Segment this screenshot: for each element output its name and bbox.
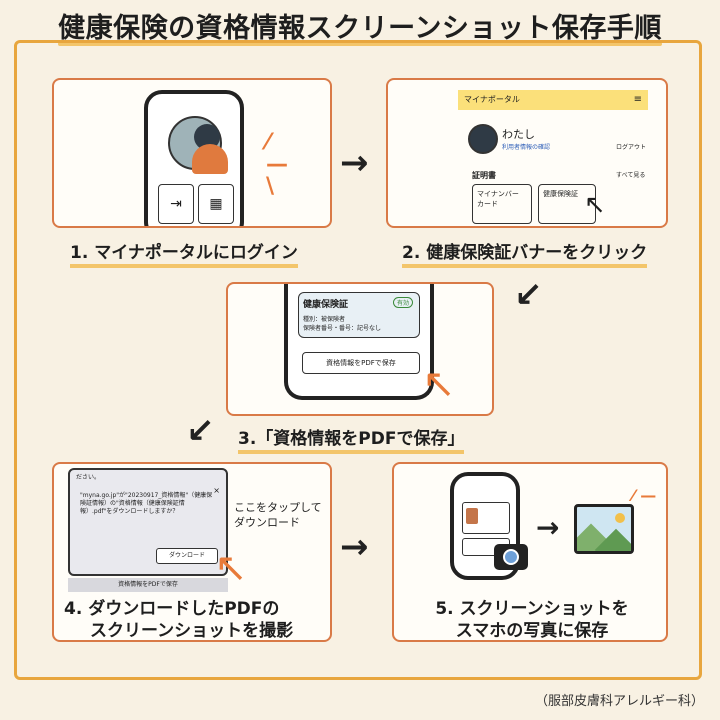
section-title: 証明書: [472, 171, 496, 180]
step4-panel: ださい。 "myna.go.jp"が"20230917_資格情報"（健康保険証情…: [52, 462, 332, 642]
click-arrow-icon: ↖: [584, 190, 606, 220]
phone-icon: ⇥ ▦: [144, 90, 244, 226]
user-link[interactable]: 利用者情報の確認: [502, 144, 551, 151]
card-line-1: 種別：被保険者: [303, 316, 346, 323]
arrow-right-2: →: [340, 527, 369, 567]
step1-panel: ⇥ ▦ ⁄—\: [52, 78, 332, 228]
camera-icon: [494, 544, 528, 570]
photo-icon: [574, 504, 634, 554]
dialog-top-text: ださい。: [76, 474, 101, 481]
arrow-right-1: →: [340, 143, 369, 183]
id-photo-icon: [466, 508, 478, 524]
step4-caption: 4. ダウンロードしたPDFの スクリーンショットを撮影: [64, 598, 294, 640]
portal-header: マイナポータル ≡: [458, 90, 648, 110]
sparkle-icon: ⁄ —: [632, 486, 657, 505]
my-number-card-tile[interactable]: マイナンバー カード: [472, 184, 532, 224]
credit-text: （服部皮膚科アレルギー科）: [534, 694, 704, 709]
step5-panel: → ⁄ — 5. スクリーンショットを スマホの写真に保存: [392, 462, 668, 642]
login-icon-tile: ⇥: [158, 184, 194, 224]
sparkle-icon: ⁄—\: [266, 130, 288, 199]
avatar: [468, 124, 498, 154]
see-all-link[interactable]: すべて見る: [616, 172, 646, 179]
step2-caption: 2. 健康保険証バナーをクリック: [402, 238, 648, 268]
menu-icon[interactable]: ≡: [633, 94, 642, 105]
step3-panel: 健康保険証 有効 種別：被保険者 保険者番号・番号：記号なし 資格情報をPDFで…: [226, 282, 494, 416]
dialog-text: "myna.go.jp"が"20230917_資格情報"（健康保険証情報）の"資…: [80, 492, 213, 516]
step2-panel: マイナポータル ≡ わたし 利用者情報の確認 ログアウト 証明書 すべて見る マ…: [386, 78, 668, 228]
valid-badge: 有効: [392, 297, 413, 308]
user-name: わたし: [502, 128, 535, 141]
arrow-down-left-1: ↙: [514, 275, 543, 315]
step5-caption: 5. スクリーンショットを スマホの写真に保存: [394, 598, 666, 640]
logout-link[interactable]: ログアウト: [616, 144, 647, 151]
hint-text: ここをタップして ダウンロード: [234, 501, 322, 530]
page-title: 健康保険の資格情報スクリーンショット保存手順: [0, 6, 720, 45]
ios-dialog: ださい。 "myna.go.jp"が"20230917_資格情報"（健康保険証情…: [68, 468, 228, 576]
health-insurance-card-tile[interactable]: 健康保険証: [538, 184, 596, 224]
person-body-icon: [192, 144, 228, 174]
pdf-save-bar[interactable]: 資格情報をPDFで保存: [68, 578, 228, 592]
card-title: 健康保険証: [303, 300, 349, 310]
save-pdf-button[interactable]: 資格情報をPDFで保存: [302, 352, 420, 374]
insurance-card: 健康保険証 有効 種別：被保険者 保険者番号・番号：記号なし: [298, 292, 420, 338]
step3-caption: 3.「資格情報をPDFで保存」: [238, 424, 465, 454]
card-line-2: 保険者番号・番号：記号なし: [303, 325, 382, 332]
phone-screen: 健康保険証 有効 種別：被保険者 保険者番号・番号：記号なし 資格情報をPDFで…: [284, 284, 434, 400]
download-button[interactable]: ダウンロード: [156, 548, 218, 564]
arrow-right-3: →: [536, 511, 560, 544]
step1-caption: 1. マイナポータルにログイン: [70, 238, 298, 268]
pointer-arrow-icon: ↖: [422, 361, 456, 407]
outer-frame: [14, 40, 702, 680]
arrow-down-left-2: ↙: [186, 411, 215, 451]
pointer-arrow-icon: ↖: [214, 545, 248, 591]
dialog-close-icon[interactable]: ×: [213, 486, 220, 495]
qr-icon-tile: ▦: [198, 184, 234, 224]
